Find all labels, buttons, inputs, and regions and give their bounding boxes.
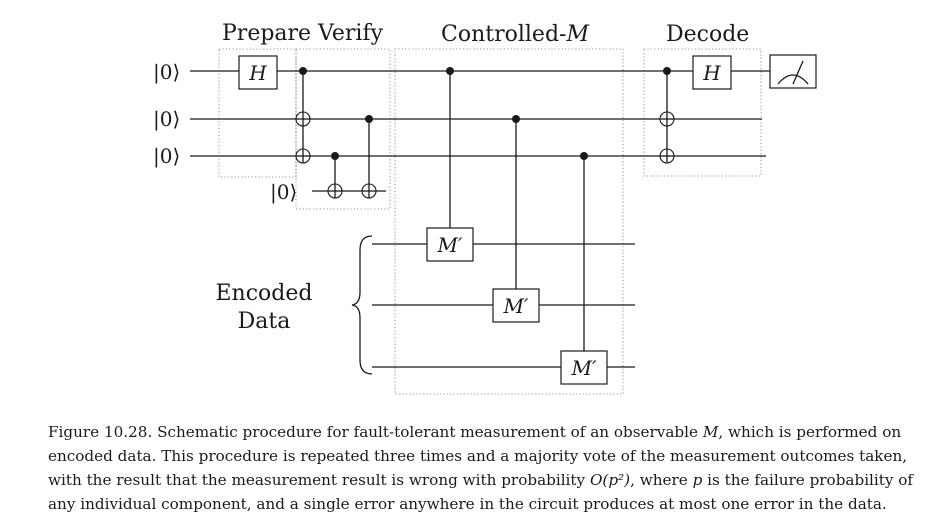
data-label: Data (238, 309, 291, 334)
control-dot-icon (580, 152, 588, 160)
control-dot-icon (365, 115, 373, 123)
svg-text:H: H (248, 61, 267, 85)
m-prime-gate-3: M′ (560, 350, 608, 385)
svg-text:M′: M′ (436, 233, 462, 257)
ket-zero-4: |0⟩ (270, 180, 297, 205)
cnot-target-icon (295, 148, 311, 164)
measurement-meter-icon (769, 54, 817, 89)
control-dot-icon (446, 67, 454, 75)
cnot-targets (295, 111, 675, 199)
cnot-target-icon (659, 111, 675, 127)
decode-box (643, 48, 762, 177)
decode-title: Decode (666, 22, 749, 47)
svg-text:M′: M′ (502, 294, 528, 318)
ket-zero-2: |0⟩ (153, 107, 180, 132)
control-dots (299, 67, 671, 160)
prepare-title: Prepare (222, 21, 311, 46)
ket-zero-1: |0⟩ (153, 60, 180, 85)
verify-box (295, 48, 391, 210)
section-boxes (218, 48, 762, 395)
m-prime-gate-2: M′ (492, 288, 540, 323)
hadamard-gate-prepare: H (238, 55, 278, 90)
cnot-target-icon (659, 148, 675, 164)
control-dot-icon (663, 67, 671, 75)
control-dot-icon (512, 115, 520, 123)
control-dot-icon (299, 67, 307, 75)
circuit-diagram: Prepare Verify Controlled-M Decode |0⟩ |… (153, 21, 817, 395)
svg-text:H: H (702, 61, 721, 85)
figure-caption: Figure 10.28. Schematic procedure for fa… (48, 423, 914, 513)
cnot-target-icon (327, 183, 343, 199)
controlled-m-title: Controlled-M (441, 22, 589, 47)
encoded-data-brace (351, 235, 373, 375)
controlled-m-box (394, 48, 624, 395)
m-prime-gate-1: M′ (426, 227, 474, 262)
prepare-box (218, 48, 297, 178)
ket-zero-3: |0⟩ (153, 144, 180, 169)
control-dot-icon (331, 152, 339, 160)
cnot-target-icon (361, 183, 377, 199)
verify-title: Verify (317, 21, 384, 46)
hadamard-gate-decode: H (692, 55, 732, 90)
svg-text:M′: M′ (570, 356, 596, 380)
encoded-label: Encoded (216, 281, 313, 306)
cnot-target-icon (295, 111, 311, 127)
